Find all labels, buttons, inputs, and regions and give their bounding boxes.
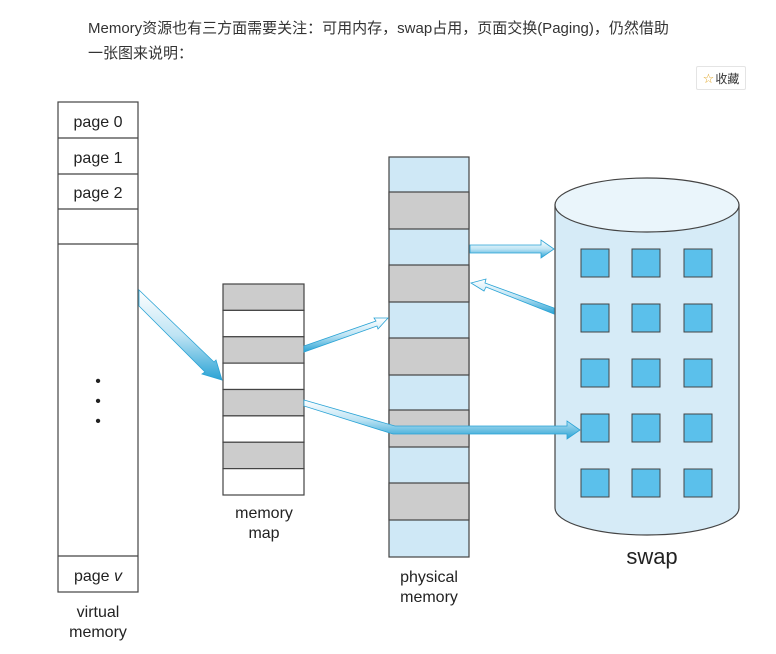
swap-label: swap bbox=[626, 544, 677, 569]
memory-map-entry-empty bbox=[222, 309, 305, 338]
memory-map-entry-used bbox=[222, 441, 305, 470]
page-v-variable: v bbox=[114, 568, 123, 585]
swap-page-cell bbox=[683, 248, 713, 278]
memory-map: memory map bbox=[222, 283, 305, 542]
physical-memory: physical memory bbox=[388, 156, 470, 606]
star-outline-icon: ☆ bbox=[702, 70, 715, 86]
ellipsis-dot: • bbox=[95, 393, 101, 410]
page-1-label: page 1 bbox=[74, 150, 123, 167]
physical-memory-label-line1: physical bbox=[400, 569, 458, 586]
swap-page-cell bbox=[631, 358, 661, 388]
memory-map-label-line1: memory bbox=[235, 505, 293, 522]
swap-page-cell bbox=[631, 303, 661, 333]
arrow-swap-to-physical bbox=[469, 278, 555, 315]
intro-line-1: Memory资源也有三方面需要关注：可用内存，swap占用，页面交换(Pagin… bbox=[88, 20, 669, 37]
swap-grid bbox=[580, 248, 713, 498]
memory-map-label-line2: map bbox=[248, 525, 279, 542]
memory-map-entry-used bbox=[222, 336, 305, 364]
physical-frame-used bbox=[388, 482, 470, 521]
ellipsis-dot: • bbox=[95, 373, 101, 390]
memory-map-entry-empty bbox=[222, 362, 305, 391]
physical-frame-used bbox=[388, 191, 470, 230]
arrow-virtual-to-map bbox=[138, 289, 223, 381]
swap-page-cell bbox=[580, 413, 610, 443]
arrow-map-to-swap bbox=[303, 399, 581, 440]
page-2-label: page 2 bbox=[74, 185, 123, 202]
intro-line-2: 一张图来说明： bbox=[88, 45, 194, 62]
swap-page-cell bbox=[580, 303, 610, 333]
memory-map-entry-used bbox=[222, 388, 305, 417]
swap-disk: swap bbox=[554, 177, 740, 569]
collect-button[interactable]: ☆ 收藏 bbox=[696, 66, 746, 90]
swap-page-cell bbox=[631, 468, 661, 498]
arrow-physical-to-swap bbox=[469, 239, 555, 259]
physical-frame-used bbox=[388, 337, 470, 376]
collect-label: 收藏 bbox=[715, 71, 740, 86]
page-0-label: page 0 bbox=[74, 114, 123, 131]
swap-page-cell bbox=[580, 248, 610, 278]
swap-cylinder-top bbox=[554, 177, 740, 233]
arrow-map-to-physical-upper bbox=[303, 317, 389, 353]
page-v-label: page v bbox=[74, 568, 123, 585]
swap-page-cell bbox=[580, 358, 610, 388]
memory-map-entry-used bbox=[222, 283, 305, 311]
swap-page-cell bbox=[683, 413, 713, 443]
mapping-arrows bbox=[138, 239, 581, 440]
swap-page-cell bbox=[683, 468, 713, 498]
swap-page-cell bbox=[683, 358, 713, 388]
article-intro: Memory资源也有三方面需要关注：可用内存，swap占用，页面交换(Pagin… bbox=[88, 16, 728, 66]
swap-page-cell bbox=[683, 303, 713, 333]
memory-map-rows bbox=[222, 283, 305, 496]
virtual-memory: page 0 page 1 page 2 • • • page v virtua… bbox=[57, 101, 139, 641]
memory-map-entry-empty bbox=[222, 415, 305, 443]
physical-frame-used bbox=[388, 264, 470, 303]
swap-page-cell bbox=[631, 248, 661, 278]
virtual-memory-outline bbox=[57, 101, 139, 593]
virtual-memory-label-line1: virtual bbox=[77, 604, 120, 621]
swap-page-cell bbox=[580, 468, 610, 498]
physical-memory-label-line2: memory bbox=[400, 589, 458, 606]
swap-page-cell bbox=[631, 413, 661, 443]
memory-map-entry-empty bbox=[222, 468, 305, 496]
ellipsis-dot: • bbox=[95, 413, 101, 430]
physical-memory-frames bbox=[388, 191, 470, 521]
page-v-prefix: page bbox=[74, 568, 114, 585]
virtual-memory-label-line2: memory bbox=[69, 624, 127, 641]
